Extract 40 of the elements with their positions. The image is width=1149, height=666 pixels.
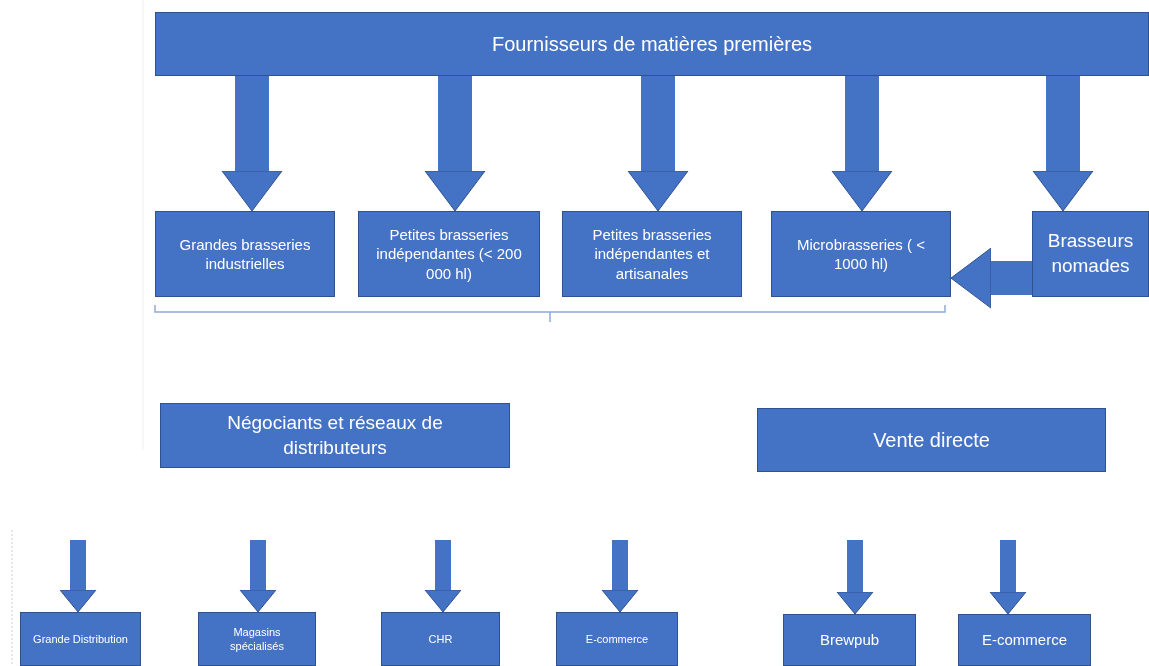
block-arrow (950, 247, 1032, 309)
block-arrow (1032, 76, 1094, 212)
box-label: Petites brasseries indépendantes et artisanales (591, 224, 713, 284)
process-box (155, 211, 335, 297)
box-label: E-commerce (585, 631, 649, 647)
box-label: Brewpub (819, 630, 880, 650)
process-box (783, 614, 916, 666)
process-box (771, 211, 951, 297)
box-label: Magasins spécialisés (229, 624, 285, 654)
block-arrow (239, 540, 277, 613)
block-arrow (627, 76, 689, 212)
process-box (358, 211, 540, 297)
process-box (556, 612, 678, 666)
process-box (958, 614, 1091, 666)
process-box (198, 612, 316, 666)
box-label: Grande Distribution (33, 631, 128, 647)
box-label: Fournisseurs de matières premières (491, 32, 813, 57)
process-box (20, 612, 141, 666)
box-label: Brasseurs nomades (1046, 229, 1135, 278)
block-arrow (221, 76, 283, 212)
process-box (757, 408, 1106, 472)
process-box (1032, 211, 1149, 297)
block-arrow (601, 540, 639, 613)
process-box (381, 612, 500, 666)
process-box (160, 403, 510, 468)
box-label: Vente directe (873, 428, 990, 453)
block-arrow (59, 540, 97, 613)
block-arrow (831, 76, 893, 212)
block-arrow (424, 540, 462, 613)
process-box (562, 211, 742, 297)
block-arrow (989, 540, 1027, 615)
box-label: CHR (428, 631, 453, 647)
block-arrow (836, 540, 874, 615)
box-label: Grandes brasseries industrielles (178, 234, 312, 274)
box-label: Petites brasseries indépendantes (< 200 000 hl) (375, 224, 523, 284)
box-label: E-commerce (982, 630, 1067, 650)
box-label: Négociants et réseaux de distributeurs (226, 410, 444, 460)
box-label: Microbrasseries ( < 1000 hl) (796, 234, 926, 274)
block-arrow (424, 76, 486, 212)
process-box (155, 12, 1149, 76)
